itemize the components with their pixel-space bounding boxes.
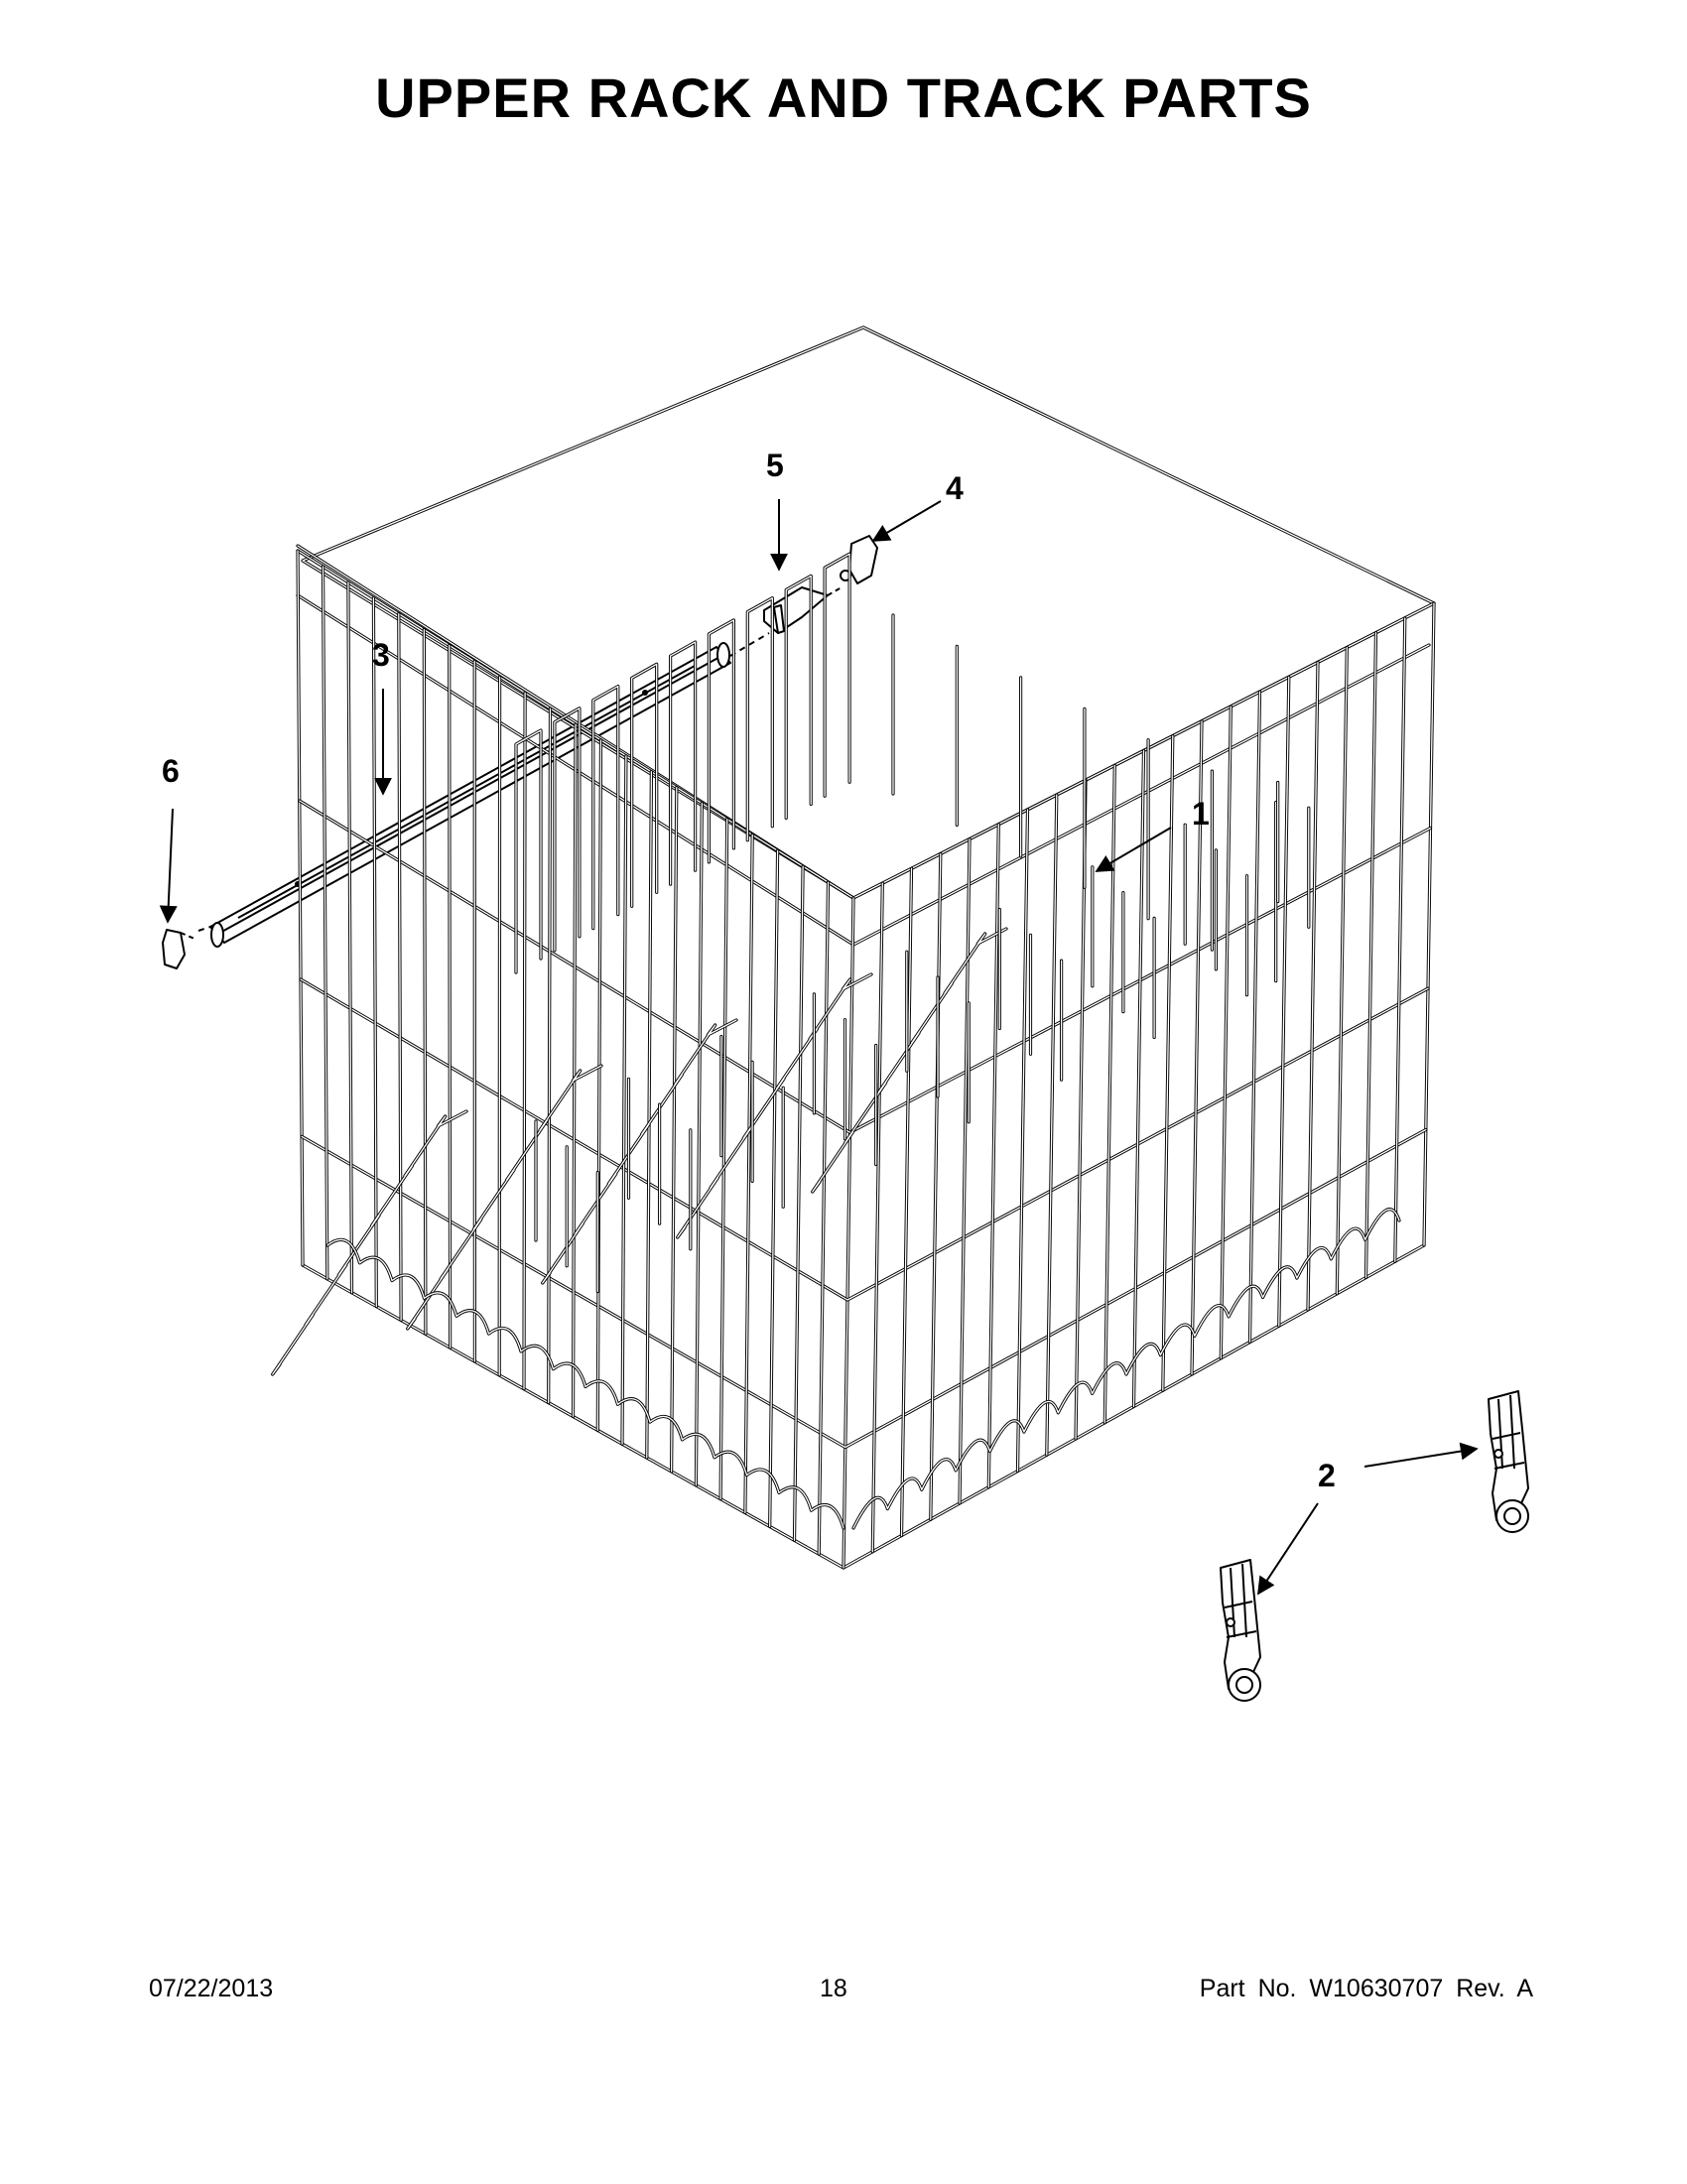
callout-3: 3	[372, 637, 390, 673]
footer-date: 07/22/2013	[149, 1975, 274, 2002]
track-end-stop	[763, 586, 843, 634]
page-title: UPPER RACK AND TRACK PARTS	[375, 66, 1312, 129]
callout-1: 1	[1192, 796, 1210, 832]
footer-part-number: Part No. W10630707 Rev. A	[1199, 1975, 1533, 2002]
callout-arrows	[159, 499, 1479, 1596]
callout-4: 4	[946, 470, 964, 506]
callout-5: 5	[766, 448, 784, 483]
callout-2: 2	[1318, 1458, 1336, 1493]
footer-page-number: 18	[820, 1975, 847, 2002]
stop-clip	[840, 535, 878, 584]
callout-6: 6	[162, 753, 180, 789]
upper-rack	[271, 325, 1436, 1570]
end-cap	[162, 929, 195, 969]
rack-roller-left	[1220, 1559, 1261, 1702]
rack-roller-right	[1488, 1390, 1529, 1533]
